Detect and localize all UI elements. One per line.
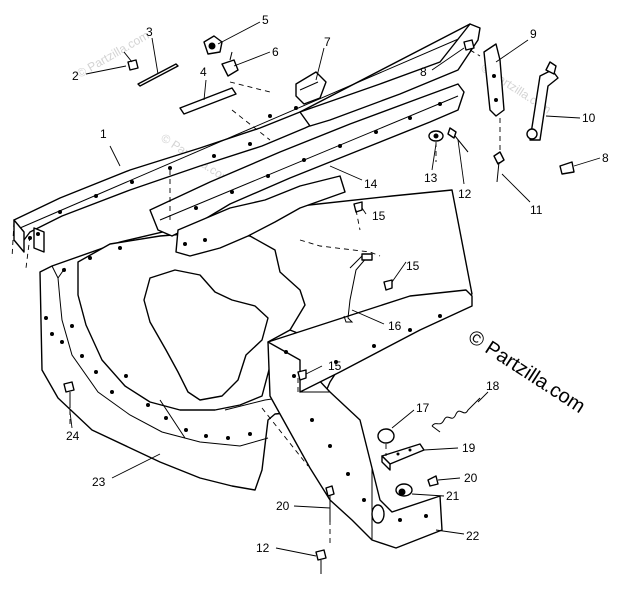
fasteners-15 [297,201,393,381]
callout-14: 14 [364,177,378,191]
callout-3: 3 [146,25,153,39]
spring-18 [431,397,481,433]
bumper-17 [377,428,395,444]
callout-12-top: 12 [458,187,472,201]
rear-hood-support-14 [149,83,465,257]
brace-holes [28,106,298,240]
strap-9 [483,43,505,117]
screw-11 [493,151,505,183]
callout-labels: 1 2 3 4 5 6 7 8 9 8 10 8 11 12 13 14 15 … [66,13,609,555]
callout-24: 24 [66,429,80,443]
fastener-6 [221,51,239,77]
knobs-8 [463,39,575,175]
push-rivet-2 [123,51,139,71]
callout-21: 21 [446,489,460,503]
callout-7: 7 [324,35,331,49]
callout-12-bottom: 12 [256,541,270,555]
callout-20-left: 20 [276,499,290,513]
callout-22: 22 [466,529,480,543]
grommet-13 [428,130,444,142]
leader-lines [69,21,601,557]
rivet-24 [63,381,75,408]
callout-6: 6 [272,45,279,59]
rod-3 [137,63,179,87]
callout-23: 23 [92,475,106,489]
callout-17: 17 [416,401,430,415]
callout-4: 4 [200,65,207,79]
clip-21 [395,483,413,497]
callout-15-a: 15 [372,209,386,223]
callout-1: 1 [100,127,107,141]
callout-19: 19 [462,441,476,455]
bolt-12-bottom [315,549,327,574]
callout-2: 2 [72,69,79,83]
callout-10: 10 [582,111,596,125]
callout-9: 9 [530,27,537,41]
bolt-12 [447,127,469,153]
callout-16: 16 [388,319,402,333]
upper-rail [299,23,481,127]
callout-5: 5 [262,13,269,27]
callout-18: 18 [486,379,500,393]
watermark-faint-1: © Partzilla.com [75,28,152,81]
latch-7 [295,71,327,105]
strip-4 [179,87,237,115]
support-holes [183,102,442,246]
callout-11: 11 [530,203,543,217]
bracket-holes [284,314,442,522]
grommet-5 [203,35,223,55]
callout-15-c: 15 [328,359,342,373]
screws-20 [325,475,439,522]
callout-13: 13 [424,171,438,185]
callout-8-right: 8 [602,151,609,165]
body-flange-holes [44,246,252,440]
callout-8-top: 8 [420,65,427,79]
hood-latch-10 [526,61,559,141]
front-body-panel [39,189,473,491]
bracket-19 [381,443,425,471]
callout-15-b: 15 [406,259,420,273]
rod-16 [343,253,373,323]
callout-20-right: 20 [464,471,478,485]
